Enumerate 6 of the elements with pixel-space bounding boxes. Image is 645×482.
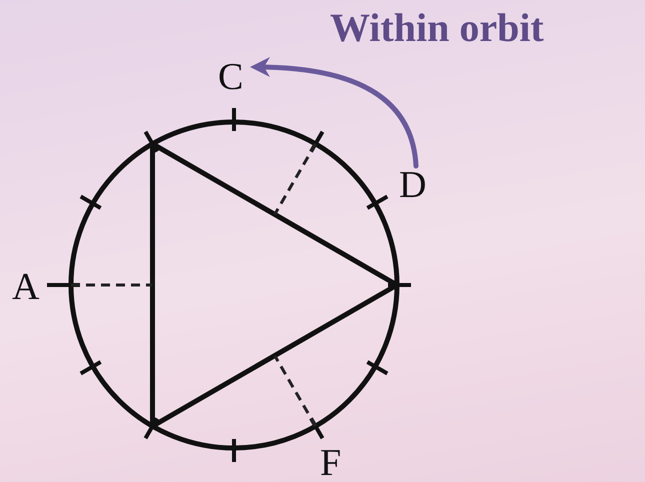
point-label: F [320,444,342,482]
curved-arrow [250,57,418,168]
title: Within orbit [330,8,544,48]
point-label: A [12,268,40,306]
point-label: C [218,58,244,96]
point-label: D [399,166,426,204]
